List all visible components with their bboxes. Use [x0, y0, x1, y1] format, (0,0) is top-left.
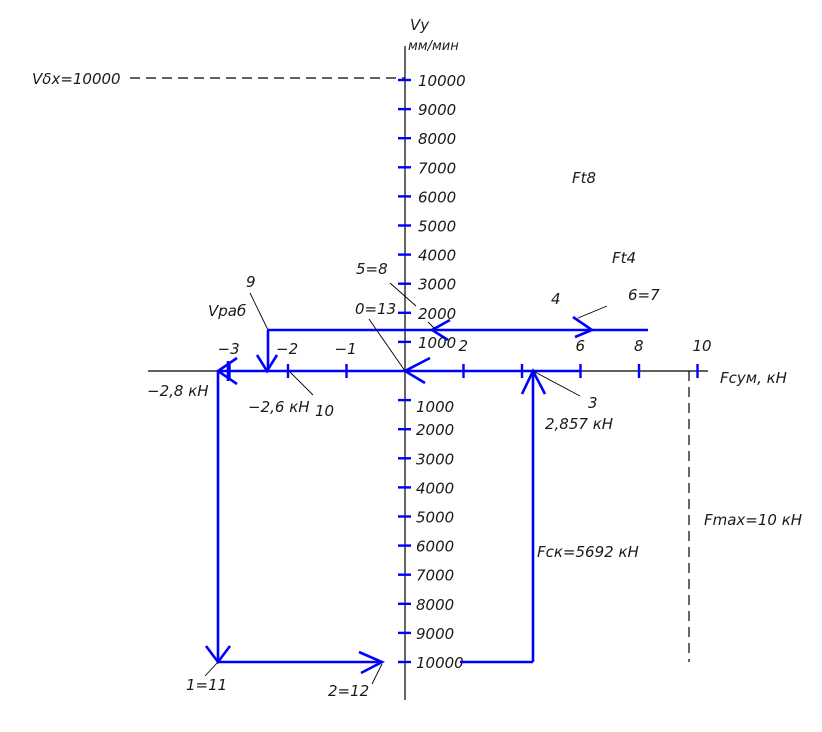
- y-tick-label-up: 8000: [418, 130, 456, 148]
- leader-lines: [204, 282, 608, 685]
- point-6-7-label: 6=7: [628, 286, 660, 304]
- point-3-label: 3: [588, 394, 598, 412]
- x-tick-label-negative: −1: [335, 340, 357, 358]
- arrow-right-at-2: [358, 650, 386, 675]
- point-0-13-label: 0=13: [355, 300, 396, 318]
- y-tick-label-up: 7000: [418, 159, 456, 177]
- x-tick-label-negative: −2: [276, 340, 298, 358]
- y-tick-label-down: 10000: [416, 654, 464, 672]
- y-tick-label-up: 4000: [418, 247, 456, 265]
- arrow-down-at-9: [255, 354, 279, 374]
- y-tick-label-up: 1000: [418, 334, 456, 352]
- v-fast-label: Vδx=10000: [32, 70, 121, 88]
- ft8-label: Ft8: [572, 169, 596, 187]
- y-axis-unit: мм/мин: [408, 39, 459, 54]
- x-tick-label-negative: −3: [218, 340, 240, 358]
- point-10-label: 10: [315, 402, 334, 420]
- arrow-left-at-minus-2-8: [215, 356, 238, 386]
- y-tick-label-up: 3000: [418, 276, 456, 294]
- f-3-label: 2,857 кН: [545, 415, 613, 433]
- point-4-label: 4: [551, 290, 561, 308]
- y-tick-label-down: 2000: [416, 421, 454, 439]
- cycle-path: [204, 315, 648, 675]
- point-5-8-label: 5=8: [356, 260, 388, 278]
- y-ticks: 10000 9000 8000 7000 6000 5000 4000 3000 2000 100…: [398, 72, 466, 672]
- y-tick-label-down: 7000: [416, 567, 454, 585]
- f-left-label: −2,8 кН: [147, 382, 209, 400]
- y-tick-label-down: 6000: [416, 538, 454, 556]
- y-tick-label-down: 3000: [416, 450, 454, 468]
- v-work-label: Vраб: [208, 302, 246, 320]
- x-tick-label-positive: 2: [459, 337, 469, 355]
- y-tick-label-up: 2000: [418, 305, 456, 323]
- ft4-label: Ft4: [612, 249, 636, 267]
- y-tick-label-up: 6000: [418, 188, 456, 206]
- y-tick-label-down: 8000: [416, 596, 454, 614]
- point-9-label: 9: [246, 273, 256, 291]
- y-tick-label-down: 1000: [416, 398, 454, 416]
- y-tick-label-down: 9000: [416, 625, 454, 643]
- f-ck-label: Fск=5692 кН: [537, 543, 639, 561]
- x-tick-label-positive: 10: [693, 337, 712, 355]
- point-1-11-label: 1=11: [186, 676, 227, 694]
- x-tick-label-positive: 6: [576, 337, 586, 355]
- y-tick-label-down: 4000: [416, 479, 454, 497]
- arrow-right-upper: [572, 315, 595, 339]
- arrow-left-upper: [429, 318, 451, 342]
- f-max-label: Fmax=10 кН: [704, 511, 802, 529]
- x-tick-label-positive: 8: [634, 337, 644, 355]
- y-tick-label-up: 9000: [418, 101, 456, 119]
- point-2-12-label: 2=12: [328, 682, 369, 700]
- x-axis-label: Fсум, кН: [720, 369, 787, 387]
- y-axis-label: Vy: [410, 16, 430, 34]
- y-tick-label-down: 5000: [416, 509, 454, 527]
- f-left2-label: −2,6 кН: [248, 398, 310, 416]
- y-tick-label-up: 10000: [418, 72, 466, 90]
- y-tick-label-up: 5000: [418, 218, 456, 236]
